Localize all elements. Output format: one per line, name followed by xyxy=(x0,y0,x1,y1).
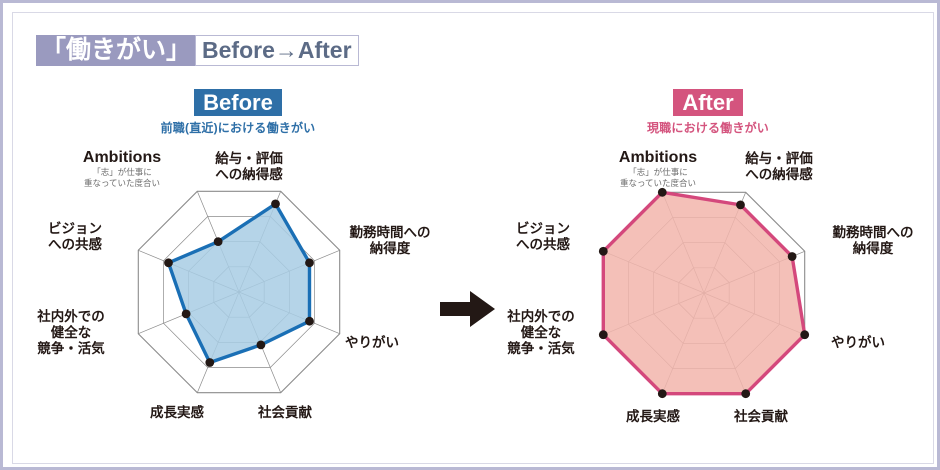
axis-label-competition-line2: 健全な xyxy=(50,325,92,340)
radar-point-6 xyxy=(181,309,191,319)
axis-sublabel-ambitions-line1: 「志」が仕事に xyxy=(628,167,688,177)
radar-point-1 xyxy=(736,200,745,210)
axis-label-growth-before: 成長実感 xyxy=(131,405,223,421)
radar-point-6 xyxy=(598,330,608,340)
axis-label-competition-line3: 競争・活気 xyxy=(507,341,575,356)
axis-label-competition-line1: 社内外での xyxy=(37,309,105,324)
radar-series-polygon xyxy=(166,202,312,365)
axis-label-pay-before: 給与・評価 への納得感 xyxy=(191,151,307,183)
axis-label-worktime-after: 勤務時間への 納得度 xyxy=(817,225,929,257)
right-arrow-icon xyxy=(440,289,496,334)
axis-label-vision-before: ビジョン への共感 xyxy=(27,221,123,253)
axis-label-pay-line2: への納得感 xyxy=(745,167,813,182)
axis-label-worktime-line2: 納得度 xyxy=(852,241,894,256)
axis-label-vision-line1: ビジョン xyxy=(516,221,570,236)
axis-label-ambitions-after: Ambitions 「志」が仕事に 重なっていた度合い xyxy=(593,149,723,189)
radar-point-7 xyxy=(164,258,173,268)
page-title-en: Before→After xyxy=(195,35,359,66)
axis-label-worktime-line2: 納得度 xyxy=(369,241,411,256)
radar-svg-before xyxy=(137,190,341,394)
axis-label-worktime-before: 勤務時間への 納得度 xyxy=(335,225,445,257)
axis-label-fulfillment-before: やりがい xyxy=(345,335,425,351)
axis-label-pay-line1: 給与・評価 xyxy=(745,151,813,166)
axis-label-pay-line2: への納得感 xyxy=(215,167,283,182)
axis-label-vision-line2: への共感 xyxy=(48,237,102,252)
radar-point-4 xyxy=(741,389,751,399)
panel-after: After 現職における働きがい Ambitions 「志」が仕事に 重なってい… xyxy=(493,89,923,459)
axis-label-ambitions-text: Ambitions xyxy=(618,149,698,166)
axis-label-competition-line3: 競争・活気 xyxy=(37,341,105,356)
axis-sublabel-ambitions-line2: 重なっていた度合い xyxy=(619,178,697,188)
radar-point-7 xyxy=(598,246,608,256)
axis-label-competition-line1: 社内外での xyxy=(507,309,575,324)
axis-label-growth-line1: 成長実感 xyxy=(150,405,204,420)
radar-series-polygon xyxy=(601,190,807,396)
radar-point-5 xyxy=(205,358,215,367)
axis-label-fulfillment-after: やりがい xyxy=(831,335,911,351)
axis-label-growth-line1: 成長実感 xyxy=(626,409,680,424)
axis-label-contribution-line1: 社会貢献 xyxy=(734,409,788,424)
axis-label-vision-line2: への共感 xyxy=(516,237,570,252)
axis-label-vision-line1: ビジョン xyxy=(48,221,102,236)
axis-label-competition-line2: 健全な xyxy=(520,325,562,340)
axis-label-competition-after: 社内外での 健全な 競争・活気 xyxy=(487,309,595,357)
radar-point-3 xyxy=(800,330,810,340)
axis-sublabel-ambitions-line1: 「志」が仕事に xyxy=(92,167,152,177)
axis-label-contribution-line1: 社会貢献 xyxy=(258,405,312,420)
radar-point-2 xyxy=(305,258,314,268)
radar-point-3 xyxy=(305,316,314,326)
axis-label-growth-after: 成長実感 xyxy=(607,409,699,425)
radar-chart-after: Ambitions 「志」が仕事に 重なっていた度合い 給与・評価 への納得感 … xyxy=(493,137,923,457)
axis-label-vision-after: ビジョン への共感 xyxy=(495,221,591,253)
radar-point-4 xyxy=(256,340,266,350)
radar-point-5 xyxy=(657,389,667,399)
radar-point-0 xyxy=(213,237,223,247)
axis-label-contribution-after: 社会貢献 xyxy=(715,409,807,425)
axis-label-pay-after: 給与・評価 への納得感 xyxy=(721,151,837,183)
axis-label-contribution-before: 社会貢献 xyxy=(239,405,331,421)
axis-label-ambitions-before: Ambitions 「志」が仕事に 重なっていた度合い xyxy=(57,149,187,189)
badge-before-wrap: Before xyxy=(23,89,453,116)
axis-label-fulfillment-line1: やりがい xyxy=(345,335,399,350)
radar-ring-4 xyxy=(137,190,341,394)
panel-before: Before 前職(直近)における働きがい Ambitions 「志」が仕事に … xyxy=(23,89,453,459)
page-title: 「働きがい」 Before→After xyxy=(36,35,359,66)
radar-point-2 xyxy=(787,252,797,261)
radar-point-1 xyxy=(271,199,280,209)
axis-label-worktime-line1: 勤務時間への xyxy=(349,225,431,240)
axis-label-fulfillment-line1: やりがい xyxy=(831,335,885,350)
radar-chart-before: Ambitions 「志」が仕事に 重なっていた度合い 給与・評価 への納得感 … xyxy=(23,137,453,457)
badge-after: After xyxy=(673,89,743,116)
caption-before: 前職(直近)における働きがい xyxy=(160,121,316,135)
radar-svg-after xyxy=(598,187,810,399)
axis-label-competition-before: 社内外での 健全な 競争・活気 xyxy=(17,309,125,357)
badge-after-wrap: After xyxy=(493,89,923,116)
axis-label-ambitions-text: Ambitions xyxy=(82,149,162,166)
badge-before: Before xyxy=(194,89,282,116)
radar-point-0 xyxy=(657,187,667,197)
caption-after: 現職における働きがい xyxy=(646,121,769,135)
page-title-jp: 「働きがい」 xyxy=(36,35,196,66)
axis-sublabel-ambitions-line2: 重なっていた度合い xyxy=(83,178,161,188)
axis-label-pay-line1: 給与・評価 xyxy=(215,151,283,166)
axis-label-worktime-line1: 勤務時間への xyxy=(832,225,914,240)
